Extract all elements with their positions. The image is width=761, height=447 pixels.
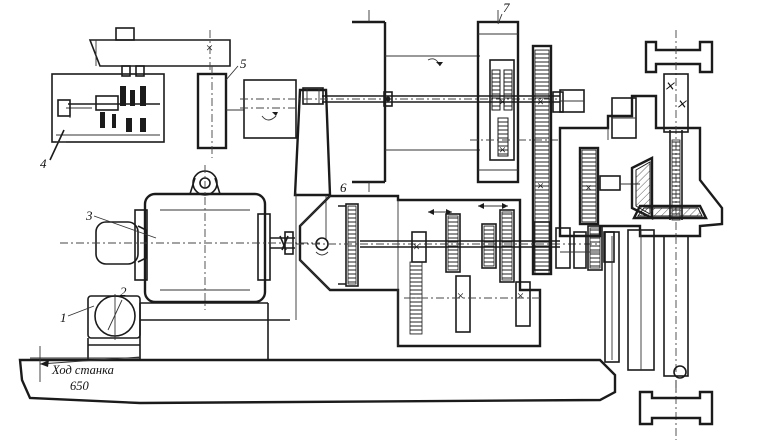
svg-text:×: × bbox=[536, 178, 545, 193]
svg-text:⨯: ⨯ bbox=[676, 96, 687, 111]
part-labels: 1 2 3 4 5 6 7 bbox=[40, 0, 510, 325]
gearbox-7: × × bbox=[470, 10, 560, 184]
travel-caption: Ход станка 650 bbox=[51, 363, 114, 393]
bevel-gear bbox=[630, 156, 708, 220]
caption-travel-value: 650 bbox=[70, 379, 90, 393]
caption-travel-label: Ход станка bbox=[51, 363, 114, 377]
right-vertical-guides bbox=[604, 231, 620, 363]
bottom-chuck bbox=[638, 380, 714, 426]
svg-text:×: × bbox=[412, 239, 421, 254]
right-gear-pair: × bbox=[578, 146, 640, 226]
motor-shaft bbox=[60, 231, 320, 255]
label-2: 2 bbox=[120, 284, 127, 299]
svg-text:×: × bbox=[536, 94, 545, 109]
upper-frame bbox=[352, 10, 480, 192]
label-5: 5 bbox=[240, 56, 247, 71]
top-chuck: ⨯ ⨯ bbox=[644, 30, 714, 240]
gearbox-6-housing bbox=[298, 194, 542, 348]
small-motor bbox=[87, 294, 141, 340]
machine-bed bbox=[18, 302, 617, 405]
upper-shaft bbox=[240, 91, 560, 107]
svg-text:×: × bbox=[456, 288, 465, 303]
main-motor bbox=[134, 165, 271, 310]
lower-spindle bbox=[627, 229, 689, 440]
input-pulley-6 bbox=[315, 203, 359, 287]
feed-unit-4: × bbox=[51, 27, 231, 143]
label-7: 7 bbox=[503, 0, 510, 15]
svg-text:×: × bbox=[498, 142, 507, 157]
large-gear-column: × × bbox=[531, 44, 585, 276]
label-1: 1 bbox=[60, 310, 67, 325]
gearbox-6-gears: × × × bbox=[404, 203, 540, 335]
svg-text:⨯: ⨯ bbox=[664, 78, 675, 93]
svg-text:×: × bbox=[205, 40, 214, 55]
label-6: 6 bbox=[340, 180, 347, 195]
svg-text:×: × bbox=[498, 94, 507, 109]
label-4: 4 bbox=[40, 156, 47, 171]
svg-text:×: × bbox=[584, 180, 593, 195]
lead-screw bbox=[49, 129, 66, 161]
svg-text:×: × bbox=[516, 288, 525, 303]
part-5-block bbox=[196, 66, 300, 158]
label-3: 3 bbox=[85, 208, 93, 223]
travel-dimension bbox=[39, 346, 141, 382]
